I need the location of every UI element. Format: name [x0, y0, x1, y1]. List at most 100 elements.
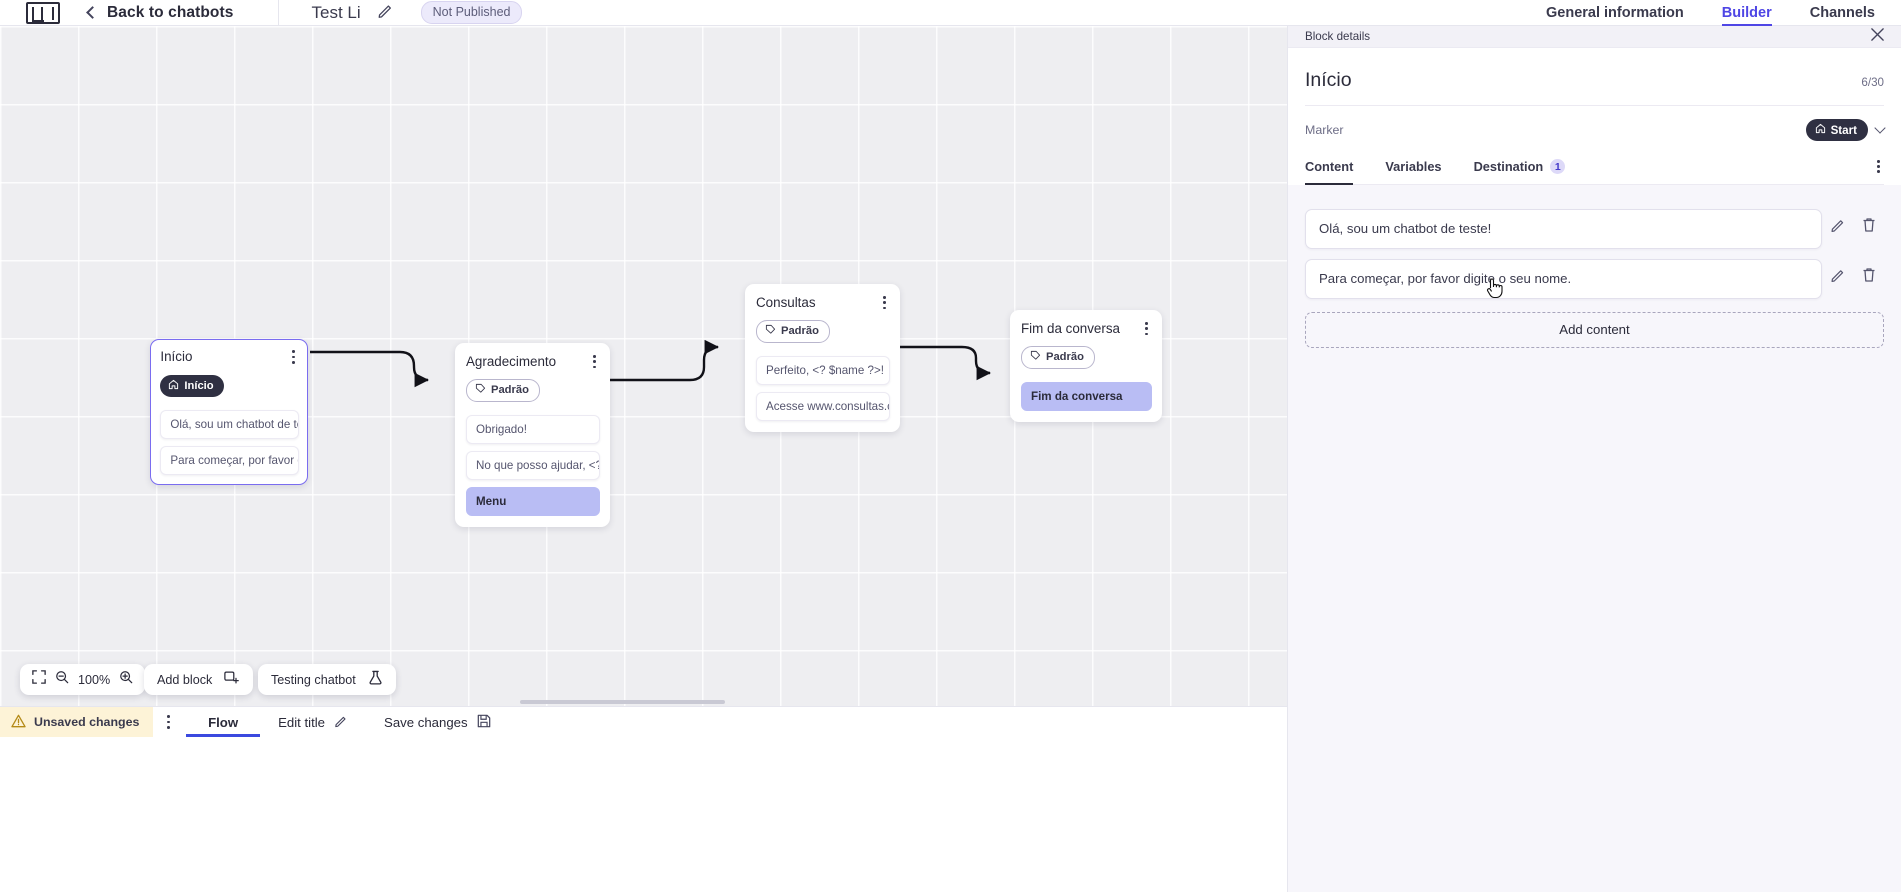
panel-title-row: Início 6/30 [1305, 48, 1884, 106]
panel-header-label: Block details [1305, 30, 1371, 43]
zoom-out-icon[interactable] [55, 670, 69, 689]
tag-icon [765, 324, 776, 338]
flow-node-agradecimento[interactable]: Agradecimento Padrão Obrigado! No que po… [455, 343, 610, 527]
fit-screen-icon[interactable] [32, 670, 46, 689]
horizontal-scrollbar[interactable] [520, 700, 725, 704]
save-changes-label: Save changes [384, 714, 468, 730]
back-to-chatbots-button[interactable]: Back to chatbots [86, 3, 234, 22]
node-marker-default: Padrão [756, 320, 830, 343]
node-marker-label: Padrão [781, 325, 819, 338]
footer-tab-flow[interactable]: Flow [186, 707, 261, 737]
node-row[interactable]: No que posso ajudar, <? $name ... [466, 450, 600, 480]
add-block-button[interactable]: Add block [144, 664, 254, 695]
toolbar-divider [277, 0, 279, 26]
testing-chatbot-label: Testing chatbot [271, 672, 356, 687]
node-row[interactable]: Fim da conversa [1021, 381, 1152, 411]
footer-menu-icon[interactable] [167, 715, 171, 729]
add-block-label: Add block [157, 672, 213, 687]
panel-header: Block details [1288, 26, 1901, 48]
panel-char-counter: 6/30 [1861, 76, 1884, 89]
panel-tab-variables-label: Variables [1385, 159, 1442, 174]
back-to-chatbots-label: Back to chatbots [107, 3, 234, 21]
panel-title: Início [1305, 69, 1352, 91]
pencil-icon[interactable] [1822, 259, 1853, 283]
marker-value-label: Start [1830, 123, 1857, 137]
marker-row: Marker Start [1305, 106, 1886, 150]
zoom-level: 100% [78, 672, 111, 687]
node-row[interactable]: Obrigado! [466, 414, 600, 444]
node-marker-start: Início [160, 374, 224, 397]
close-icon[interactable] [1870, 27, 1885, 47]
node-row[interactable]: Menu [466, 486, 600, 516]
tab-builder[interactable]: Builder [1721, 0, 1772, 26]
flow-node-inicio[interactable]: Início Início Olá, sou um chatbot de tes… [150, 339, 308, 486]
marker-select[interactable]: Start [1805, 119, 1886, 141]
unsaved-changes-label: Unsaved changes [34, 715, 140, 729]
pencil-icon[interactable] [1822, 209, 1853, 233]
node-menu-icon[interactable] [589, 354, 600, 369]
node-title: Consultas [756, 295, 816, 310]
node-header: Início [160, 349, 298, 364]
warning-triangle-icon [11, 714, 26, 731]
footer-bar: Unsaved changes Flow Edit title Save cha… [0, 706, 1287, 892]
trash-icon[interactable] [1853, 209, 1884, 233]
status-badge: Not Published [420, 1, 523, 24]
content-item: Para começar, por favor digite o seu nom… [1305, 258, 1884, 299]
tab-channels[interactable]: Channels [1809, 5, 1875, 21]
panel-tab-variables[interactable]: Variables [1385, 150, 1441, 184]
node-header: Consultas [756, 295, 890, 310]
chevron-left-icon [86, 6, 99, 19]
testing-chatbot-button[interactable]: Testing chatbot [258, 664, 396, 695]
chevron-down-icon [1874, 122, 1886, 134]
save-changes-button[interactable]: Save changes [366, 707, 509, 737]
node-menu-icon[interactable] [1141, 321, 1152, 336]
home-icon [1815, 123, 1826, 137]
flask-icon [368, 670, 383, 690]
flow-node-consultas[interactable]: Consultas Padrão Perfeito, <? $name ?>! … [745, 284, 900, 432]
node-marker-label: Padrão [1046, 351, 1084, 364]
node-row[interactable]: Acesse www.consultas.com par... [756, 391, 890, 421]
panel-more-icon[interactable] [1873, 151, 1884, 183]
content-item: Olá, sou um chatbot de teste! [1305, 209, 1884, 249]
block-details-panel: Block details Início 6/30 Marker Start [1287, 26, 1901, 892]
flow-canvas[interactable]: Início Início Olá, sou um chatbot de tes… [0, 26, 1287, 706]
node-row[interactable]: Olá, sou um chatbot de teste! [160, 409, 299, 439]
node-marker-label: Início [184, 379, 214, 392]
panel-tab-destination-label: Destination [1473, 159, 1544, 174]
tag-icon [1030, 350, 1041, 364]
pencil-icon[interactable] [377, 2, 394, 24]
node-header: Fim da conversa [1021, 321, 1152, 336]
node-menu-icon[interactable] [288, 349, 299, 364]
unsaved-changes-badge: Unsaved changes [0, 707, 154, 737]
tag-icon [475, 383, 486, 397]
content-text[interactable]: Para começar, por favor digite o seu nom… [1305, 258, 1822, 299]
top-bar: Back to chatbots Test Li Not Published G… [0, 0, 1901, 26]
edit-title-label: Edit title [278, 714, 326, 730]
brand-logo-icon[interactable] [26, 1, 60, 24]
node-menu-icon[interactable] [879, 295, 890, 310]
tab-general-information[interactable]: General information [1546, 5, 1684, 21]
node-marker-label: Padrão [491, 384, 529, 397]
node-header: Agradecimento [466, 354, 600, 369]
marker-label: Marker [1305, 123, 1344, 137]
home-icon [168, 379, 179, 393]
content-list: Olá, sou um chatbot de teste! Para começ… [1288, 185, 1901, 299]
pencil-icon [334, 714, 348, 731]
panel-body: Início 6/30 Marker Start Conten [1288, 48, 1901, 185]
add-content-button[interactable]: Add content [1305, 311, 1884, 348]
edit-title-button[interactable]: Edit title [260, 707, 366, 737]
chatbot-title: Test Li [311, 2, 361, 22]
panel-tab-destination[interactable]: Destination 1 [1474, 150, 1566, 184]
footer-row: Unsaved changes Flow Edit title Save cha… [0, 707, 1287, 737]
node-row[interactable]: Perfeito, <? $name ?>! [756, 355, 890, 385]
zoom-in-icon[interactable] [119, 670, 133, 689]
trash-icon[interactable] [1853, 259, 1884, 283]
flow-node-fim-da-conversa[interactable]: Fim da conversa Padrão Fim da conversa [1010, 310, 1162, 422]
panel-tabs: Content Variables Destination 1 [1305, 150, 1884, 185]
panel-tab-content[interactable]: Content [1305, 150, 1354, 185]
save-icon [477, 714, 491, 731]
content-text[interactable]: Olá, sou um chatbot de teste! [1305, 209, 1822, 249]
marker-value-pill: Start [1805, 119, 1868, 141]
node-row[interactable]: Para começar, por favor digite o ... [160, 445, 299, 475]
node-marker-default: Padrão [1021, 346, 1095, 369]
